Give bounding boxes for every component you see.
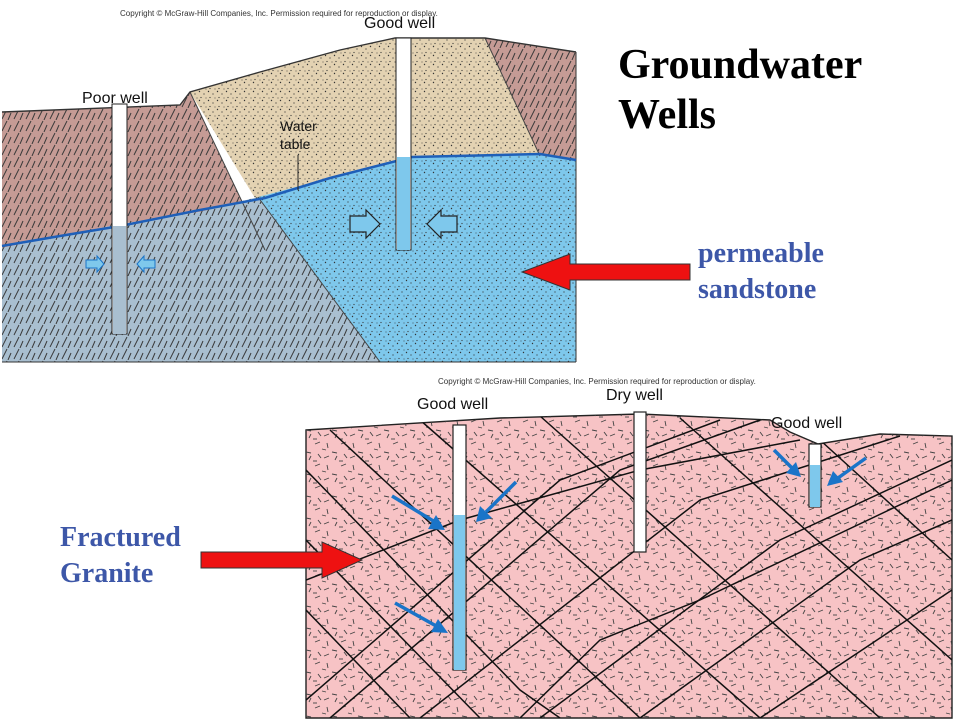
poor-well-label: Poor well: [82, 90, 148, 107]
good-well-label-right: Good well: [771, 415, 842, 432]
granite-callout: Fractured Granite: [60, 520, 181, 592]
inflow-arrow-left-large: [349, 208, 381, 240]
bottom-copyright: Copyright © McGraw-Hill Companies, Inc. …: [438, 377, 756, 386]
granite-callout-arrow: [200, 541, 364, 579]
good-well-label-left: Good well: [417, 396, 488, 413]
top-diagram: Copyright © McGraw-Hill Companies, Inc. …: [1, 9, 577, 363]
good-well-label-top: Good well: [364, 15, 435, 32]
sandstone-callout-line1: permeable: [698, 238, 824, 269]
page-title: Groundwater Wells: [618, 40, 862, 140]
water-table-label-line2: table: [280, 136, 311, 152]
inflow-arrow-left-small: [85, 254, 105, 274]
title-line-2: Wells: [618, 92, 717, 138]
water-table-label-line1: Water: [280, 118, 317, 134]
flow-arrows: [391, 448, 868, 633]
granite-callout-line2: Granite: [60, 558, 154, 589]
water-table-line: [1, 152, 577, 248]
inflow-arrow-right-large: [426, 208, 458, 240]
top-copyright: Copyright © McGraw-Hill Companies, Inc. …: [120, 9, 438, 18]
title-line-1: Groundwater: [618, 42, 863, 88]
sandstone-callout: permeable sandstone: [698, 236, 824, 308]
dry-well-label: Dry well: [606, 387, 663, 404]
fracture-lines: [306, 415, 952, 718]
bottom-diagram: Copyright © McGraw-Hill Companies, Inc. …: [305, 377, 953, 719]
sandstone-callout-line2: sandstone: [698, 274, 817, 305]
granite-callout-line1: Fractured: [60, 522, 181, 553]
sandstone-callout-arrow: [520, 253, 691, 291]
dry-well-shaft: [633, 411, 647, 553]
inflow-arrow-right-small: [136, 254, 156, 274]
